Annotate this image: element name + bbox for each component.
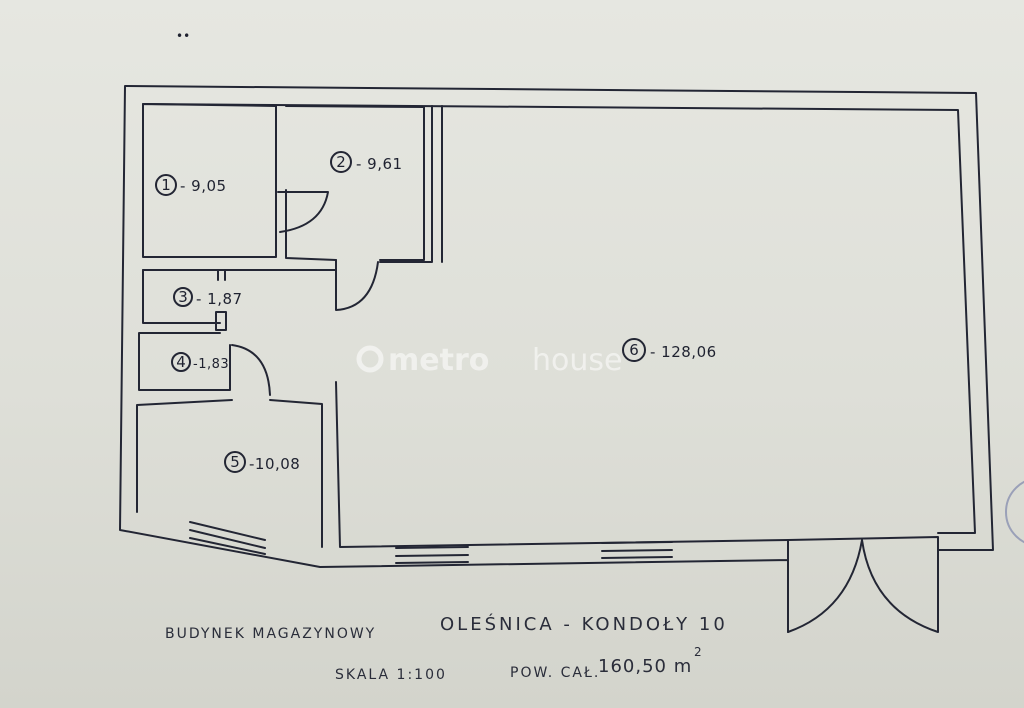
watermark-logo-icon <box>356 345 384 373</box>
caption-total-area-label: POW. CAŁ. <box>510 665 600 681</box>
room-5-area: -10,08 <box>249 455 300 473</box>
room-2-area: - 9,61 <box>356 155 403 173</box>
room-3-marker <box>173 287 193 307</box>
room-2-walls <box>285 105 425 261</box>
room-2-marker <box>330 151 352 173</box>
room-2-number: 2 <box>336 153 346 171</box>
room-1-area: - 9,05 <box>180 177 227 195</box>
caption-building: BUDYNEK MAGAZYNOWY <box>165 626 376 642</box>
door-room-1 <box>277 191 329 233</box>
window-3 <box>601 541 673 559</box>
door-room-4 <box>231 344 271 396</box>
door-room-2 <box>335 259 379 311</box>
caption-scale: SKALA 1:100 <box>335 667 447 683</box>
room-5-number: 5 <box>230 453 240 471</box>
watermark-part2: house <box>532 343 622 378</box>
room-3-walls <box>142 269 227 331</box>
room-1-marker <box>155 174 177 196</box>
caption-location: OLEŚNICA - KONDOŁY 10 <box>440 613 728 635</box>
room-1-walls <box>142 103 277 258</box>
window-1 <box>189 521 266 555</box>
room-5-walls <box>136 399 323 548</box>
pencil-mark: •• <box>176 29 190 43</box>
room-5-marker <box>224 451 246 473</box>
room-6-area: - 128,06 <box>650 343 717 361</box>
outer-wall-inner <box>142 103 976 548</box>
entrance-door <box>787 539 939 633</box>
room-6-marker <box>622 338 646 362</box>
watermark: metro house <box>356 343 622 378</box>
room-1-number: 1 <box>161 176 171 194</box>
room-4-walls <box>138 332 231 391</box>
stamp-mark <box>1005 480 1024 544</box>
room-6-number: 6 <box>629 341 639 359</box>
window-2 <box>395 546 469 564</box>
partition-1 <box>142 105 443 271</box>
room-4-number: 4 <box>176 353 186 371</box>
room-3-number: 3 <box>178 288 188 306</box>
watermark-part1: metro <box>388 343 489 378</box>
room-3-area: - 1,87 <box>196 290 243 308</box>
room-4-marker <box>171 352 191 372</box>
room-4-area: -1,83 <box>193 357 229 372</box>
caption-total-area-value: 160,50 m <box>598 656 692 677</box>
caption-unit-exponent: 2 <box>694 645 704 659</box>
